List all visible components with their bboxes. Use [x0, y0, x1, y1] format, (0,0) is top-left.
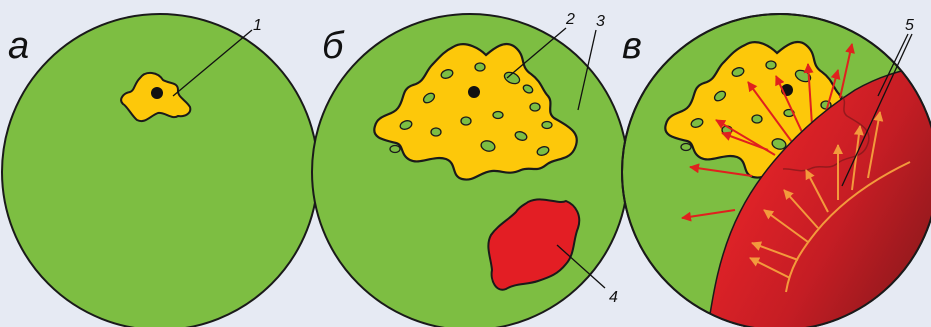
callout-1: 1	[253, 17, 262, 34]
nucleus-b	[468, 86, 480, 98]
panel-a: а 1	[2, 14, 318, 327]
callout-4: 4	[609, 289, 618, 306]
callout-2: 2	[565, 11, 575, 28]
nucleus-a	[151, 87, 163, 99]
panel-b: б 2 3 4	[312, 11, 628, 327]
panel-c-letter: в	[622, 25, 642, 67]
panel-a-letter: а	[8, 25, 29, 67]
panel-c: в	[622, 14, 931, 327]
callout-3: 3	[596, 13, 605, 30]
disc-a	[2, 14, 318, 327]
callout-5: 5	[905, 17, 914, 34]
panel-b-letter: б	[322, 25, 345, 67]
